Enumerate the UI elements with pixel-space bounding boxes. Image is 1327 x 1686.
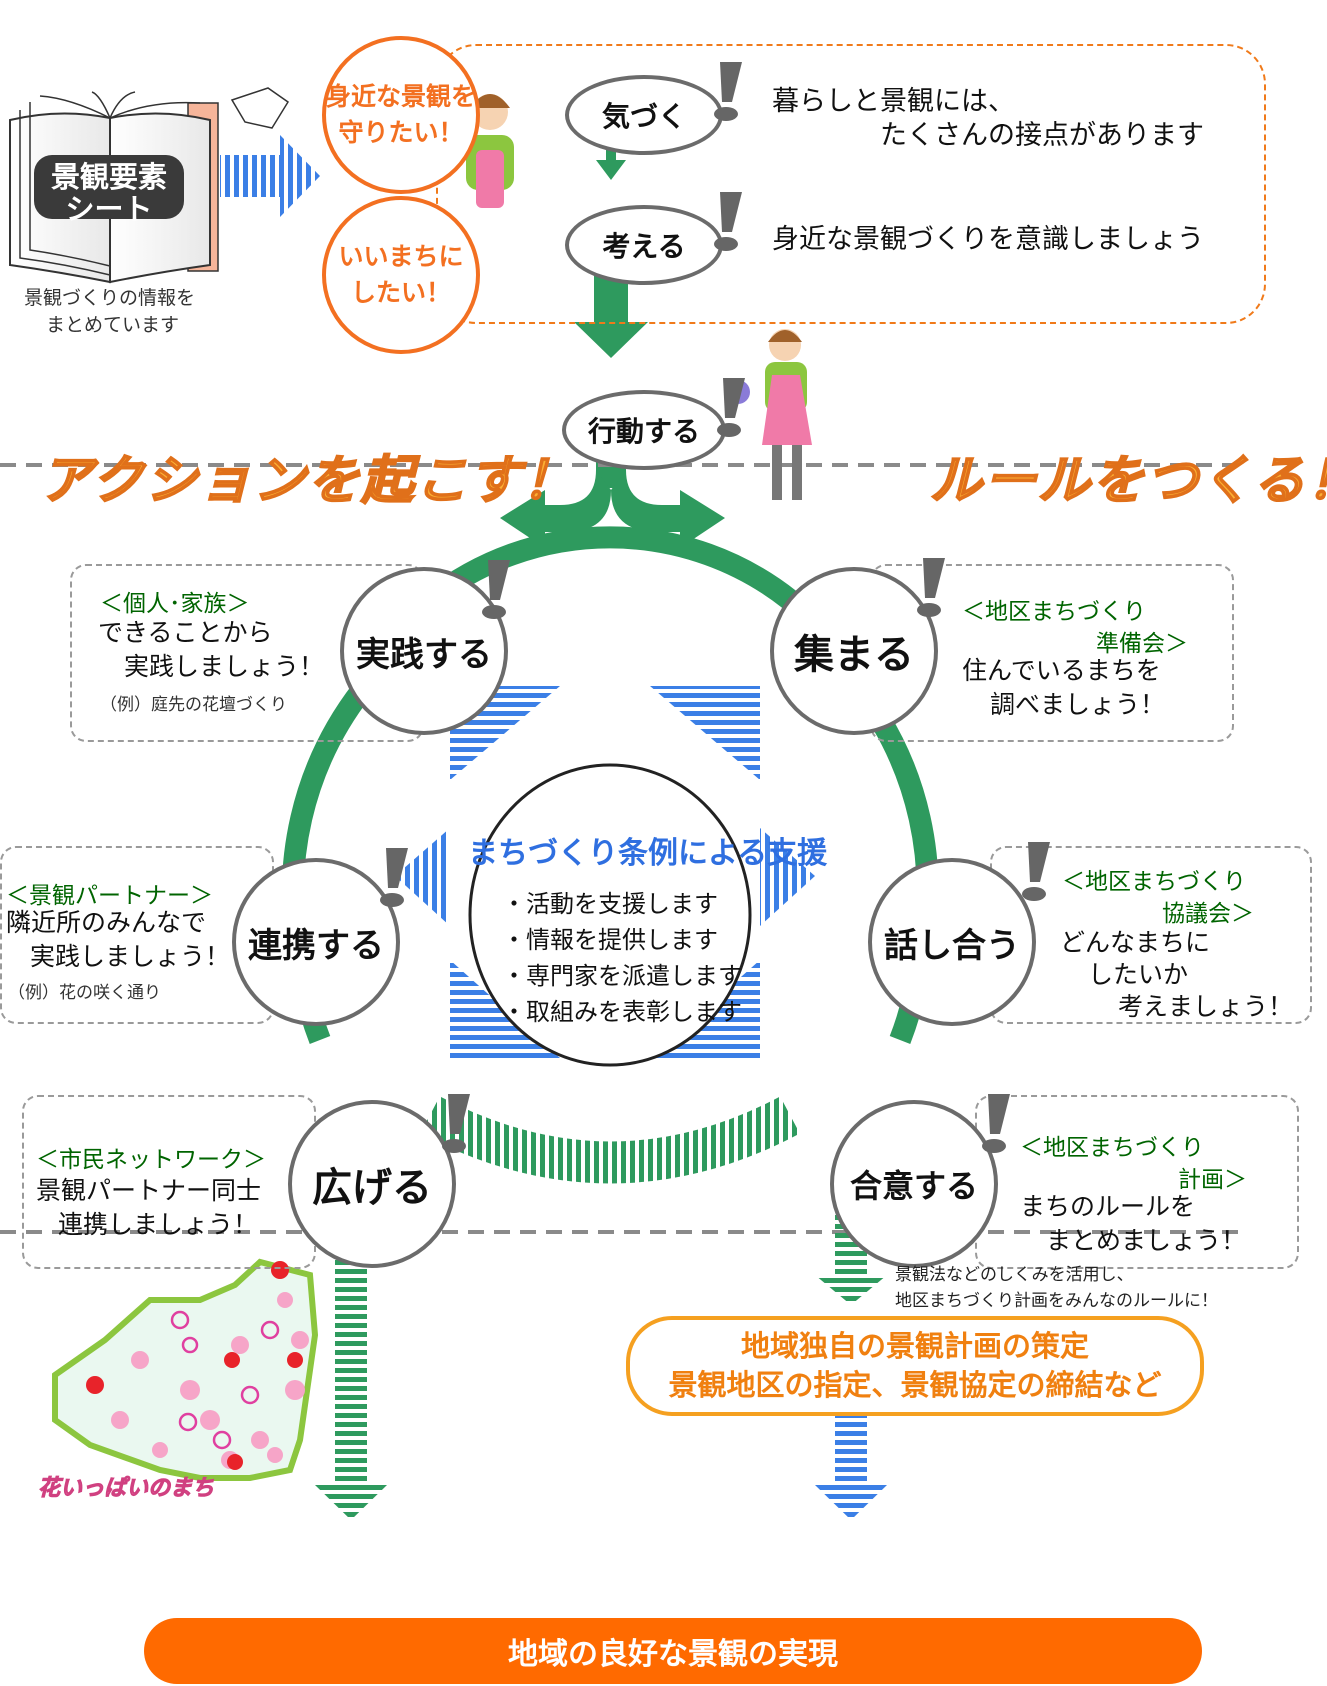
node-practice: 実践する — [340, 567, 508, 735]
sheet-title-line2: シート — [65, 192, 153, 226]
landscape-plan-box: 地域独自の景観計画の策定 景観地区の指定、景観協定の締結など — [626, 1316, 1204, 1416]
plan-line1: 地域独自の景観計画の策定 — [740, 1328, 1089, 1363]
support-item: ・活動を支援します — [502, 890, 718, 918]
exclamation-icon — [917, 558, 945, 617]
node-gather: 集まる — [770, 567, 938, 735]
step-think-label: 考える — [602, 230, 686, 263]
node-discuss-label: 話し合う — [884, 925, 1020, 966]
support-title-overlay: まちづくり条例による支援 — [468, 836, 828, 871]
practice-group: ＜個人･家族＞ — [100, 591, 250, 617]
exclamation-icon — [442, 1094, 470, 1153]
spread-desc-line1: 景観パートナー同士 — [36, 1176, 262, 1205]
motivation-better-line2: したい！ — [350, 278, 451, 307]
flower-map-label: 花いっぱいのまち — [37, 1476, 215, 1502]
banner-take-action: アクションを起こす！ — [39, 450, 577, 512]
gather-desc-line2: 調べましょう！ — [990, 690, 1166, 719]
banner-make-rules: ルールをつくる！ — [929, 450, 1327, 512]
motivation-protect-line1: 身近な景観を — [326, 81, 477, 111]
step-think: 考える — [565, 205, 723, 285]
gather-group-line2: 準備会＞ — [1096, 631, 1188, 657]
node-gather-label: 集まる — [794, 632, 914, 678]
exclamation-icon — [1022, 842, 1050, 901]
cooperate-desc-line1: 隣近所のみんなで — [6, 908, 207, 937]
support-item: ・専門家を派遣します — [502, 962, 742, 990]
plan-line2: 景観地区の指定、景観協定の締結など — [668, 1368, 1162, 1402]
step-notice: 気づく — [565, 75, 723, 155]
motivation-circle-better-town: いいまちに したい！ — [322, 196, 480, 354]
motivation-better-line1: いいまちに — [338, 241, 464, 271]
support-item: ・取組みを表彰します — [502, 998, 742, 1026]
node-spread-label: 広げる — [312, 1165, 432, 1211]
agree-desc-line2: まとめましょう！ — [1046, 1226, 1247, 1255]
down-arrow-right-bottom — [815, 1413, 887, 1520]
exclamation-icon — [717, 378, 745, 437]
step-notice-label: 気づく — [601, 100, 686, 133]
exclamation-icon — [380, 848, 408, 907]
support-circle-outline — [468, 763, 752, 1067]
exclamation-icon — [714, 62, 742, 121]
motivation-protect-line2: 守りたい！ — [338, 118, 464, 147]
gather-desc-line1: 住んでいるまちを — [962, 656, 1161, 685]
node-agree-label: 合意する — [849, 1167, 978, 1205]
node-discuss: 話し合う — [868, 858, 1036, 1026]
node-practice-label: 実践する — [356, 634, 492, 675]
node-cooperate-label: 連携する — [248, 925, 384, 966]
result-label: 地域の良好な景観の実現 — [508, 1637, 838, 1672]
cooperate-example: （例）花の咲く通り — [8, 983, 161, 1003]
practice-desc-line2: 実践しましょう！ — [124, 652, 325, 681]
motivation-circle-protect: 身近な景観を 守りたい！ — [322, 36, 480, 194]
agree-group-line1: ＜地区まちづくり — [1020, 1135, 1204, 1161]
agree-desc-line1: まちのルールを — [1020, 1192, 1196, 1221]
notice-desc-line1: 暮らしと景観には、 — [772, 86, 1015, 117]
flower-map-illustration — [52, 1258, 319, 1481]
notice-desc-line2: たくさんの接点があります — [880, 120, 1204, 151]
discuss-desc-line1: どんなまちに — [1060, 928, 1211, 957]
node-cooperate: 連携する — [232, 858, 400, 1026]
think-desc: 身近な景観づくりを意識しましょう — [772, 224, 1204, 255]
discuss-group-line1: ＜地区まちづくり — [1062, 869, 1246, 895]
support-item: ・情報を提供します — [502, 926, 718, 954]
discuss-desc-line2: したいか — [1088, 960, 1189, 989]
practice-example: （例）庭先の花壇づくり — [100, 695, 287, 715]
sheet-caption-line2: まとめています — [46, 314, 180, 336]
result-banner: 地域の良好な景観の実現 — [144, 1618, 1202, 1684]
sheet-title-line1: 景観要素 — [50, 160, 167, 194]
sheet-arrow — [220, 135, 320, 217]
sheet-binder-illustration — [9, 91, 219, 284]
cooperate-desc-line2: 実践しましょう！ — [30, 942, 231, 971]
discuss-desc-line3: 考えましょう！ — [1118, 992, 1294, 1021]
law-note-line1: 景観法などのしくみを活用し、 — [895, 1265, 1134, 1285]
exclamation-icon — [482, 560, 510, 619]
law-note-line2: 地区まちづくり計画をみんなのルールに！ — [895, 1291, 1218, 1311]
exclamation-icon — [714, 192, 742, 251]
node-spread: 広げる — [288, 1100, 456, 1268]
sheet-caption-line1: 景観づくりの情報を — [24, 287, 196, 309]
practice-desc-line1: できることから — [98, 618, 273, 647]
exclamation-icon — [982, 1094, 1010, 1153]
cooperate-group: ＜景観パートナー＞ — [6, 883, 213, 909]
step-act: 行動する — [562, 390, 726, 470]
discuss-group-line2: 協議会＞ — [1162, 901, 1254, 927]
step-act-label: 行動する — [587, 415, 700, 448]
spread-group: ＜市民ネットワーク＞ — [36, 1147, 266, 1173]
gather-group-line1: ＜地区まちづくり — [962, 599, 1146, 625]
spread-desc-line2: 連携しましょう！ — [58, 1210, 259, 1239]
node-agree: 合意する — [830, 1100, 998, 1268]
paper-illustration — [230, 87, 290, 129]
agree-group-line2: 計画＞ — [1178, 1167, 1247, 1193]
